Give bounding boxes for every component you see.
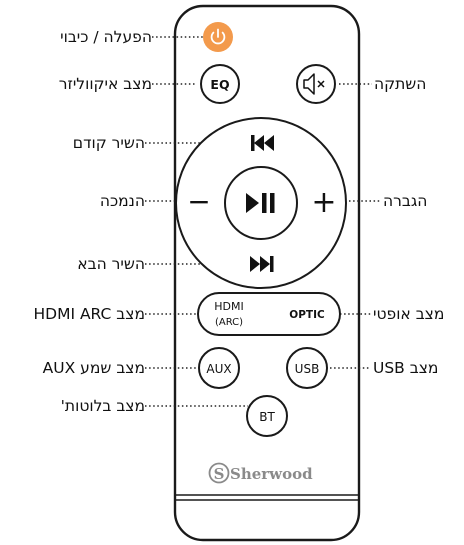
previous-button[interactable] <box>251 135 274 151</box>
label-volume-down: הנמכה <box>99 192 145 210</box>
bt-button[interactable]: BT <box>246 395 288 437</box>
hdmi-optic-pill <box>197 292 341 336</box>
power-icon <box>210 28 226 45</box>
play-pause-icon <box>246 193 275 213</box>
brand-name: Sherwood <box>230 465 313 483</box>
aux-button-label: AUX <box>206 362 231 376</box>
usb-button[interactable]: USB <box>286 347 328 389</box>
volume-up-symbol: + <box>311 185 336 220</box>
label-previous: השיר קודם <box>72 134 145 152</box>
eq-button-label: EQ <box>210 77 229 92</box>
hdmi-button-label: HDMI <box>214 300 243 313</box>
label-bt-mode: מצב בלוטות' <box>60 397 145 415</box>
label-power: הפעלה / כיבוי <box>60 28 152 46</box>
sherwood-logo-icon: S <box>208 462 230 484</box>
label-hdmi-mode: מצב HDMI ARC <box>33 305 145 323</box>
arc-button-label: (ARC) <box>215 317 243 328</box>
previous-icon <box>251 135 274 151</box>
label-volume-up: הגברה <box>383 192 428 210</box>
volume-down-symbol: − <box>187 185 210 218</box>
label-usb-mode: מצב USB <box>373 359 439 377</box>
optic-button-label: OPTIC <box>289 309 325 321</box>
power-button[interactable] <box>203 22 233 52</box>
eq-button[interactable]: EQ <box>200 64 240 104</box>
svg-text:S: S <box>214 465 225 483</box>
sherwood-logo: S Sherwood <box>208 462 313 484</box>
hdmi-arc-button[interactable]: HDMI (ARC) <box>214 300 243 328</box>
label-next: השיר הבא <box>77 255 145 273</box>
label-mute: השתקה <box>374 75 427 93</box>
play-pause-button[interactable] <box>224 166 298 240</box>
next-button[interactable] <box>250 256 274 272</box>
mute-icon <box>303 73 325 95</box>
label-optic-mode: מצב אופטי <box>373 305 445 323</box>
label-aux-mode: מצב שמע AUX <box>42 359 145 377</box>
volume-up-button[interactable]: + <box>311 185 336 220</box>
usb-button-label: USB <box>295 362 320 376</box>
label-eq-mode: מצב איקווליזר <box>58 75 152 93</box>
optic-button[interactable]: OPTIC <box>289 309 325 321</box>
bt-button-label: BT <box>259 410 275 424</box>
next-icon <box>250 256 274 272</box>
mute-button[interactable] <box>296 64 336 104</box>
aux-button[interactable]: AUX <box>198 347 240 389</box>
volume-down-button[interactable]: − <box>187 185 210 218</box>
